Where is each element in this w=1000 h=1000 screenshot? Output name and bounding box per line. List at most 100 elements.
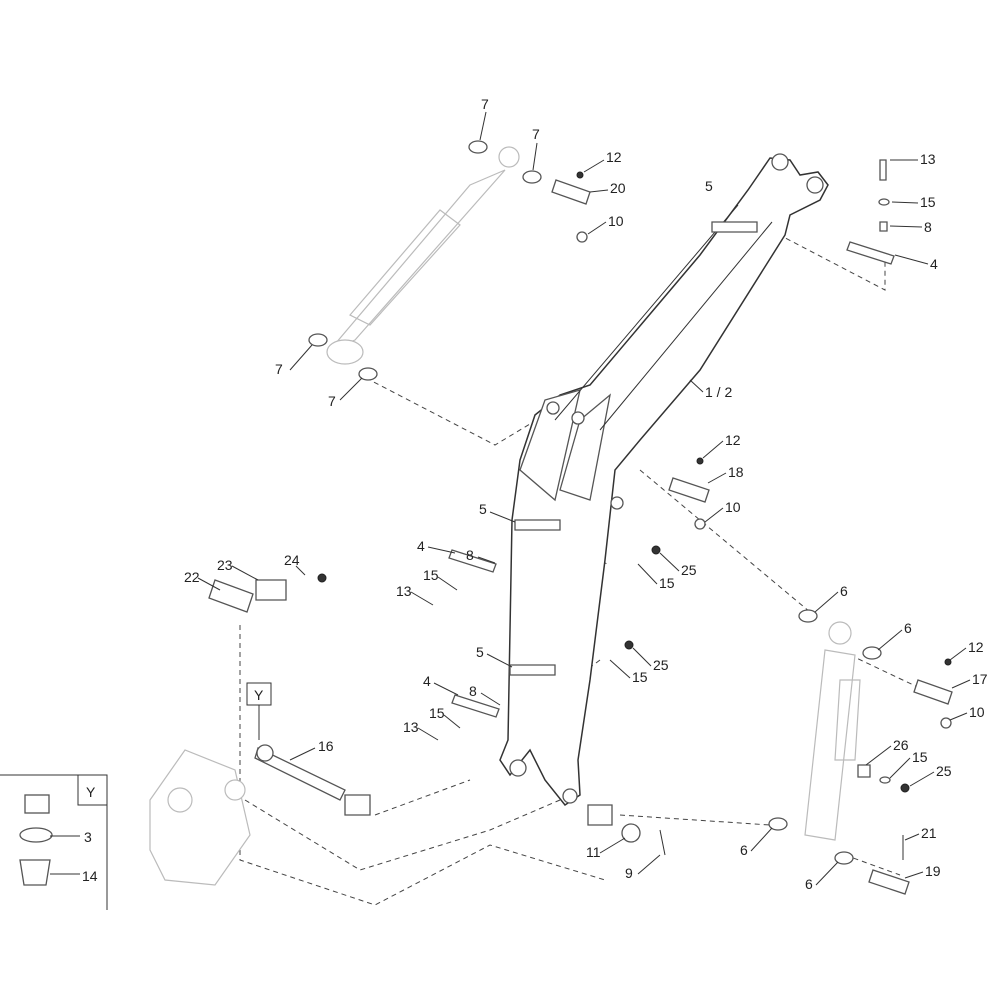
- part-label: 24: [284, 552, 300, 568]
- leader-line: [289, 747, 316, 761]
- part-label: 15: [632, 669, 648, 685]
- part-label: 15: [912, 749, 928, 765]
- part-label: 7: [275, 361, 283, 377]
- part-label: 10: [969, 704, 985, 720]
- bucket-cylinder[interactable]: [804, 621, 861, 841]
- leader-line: [583, 159, 605, 173]
- boom[interactable]: [499, 157, 829, 807]
- leader-line: [479, 111, 487, 141]
- part-label: 6: [904, 620, 912, 636]
- arm-cylinder[interactable]: [326, 146, 520, 365]
- part-label: 25: [653, 657, 669, 673]
- part-label: 10: [725, 499, 741, 515]
- part-shape: [358, 367, 378, 381]
- part-label: 4: [417, 538, 425, 554]
- part-shape: [546, 401, 560, 415]
- detail-callout-y[interactable]: Y: [246, 682, 272, 740]
- leader-line: [417, 727, 439, 741]
- part-label: 6: [740, 842, 748, 858]
- leader-line: [637, 854, 661, 875]
- part-shape: [879, 776, 891, 784]
- leader-line: [904, 833, 920, 841]
- part-label: 8: [924, 219, 932, 235]
- part-shape: [651, 545, 661, 555]
- part-label: 22: [184, 569, 200, 585]
- part-label: 23: [217, 557, 233, 573]
- part-label: 4: [930, 256, 938, 272]
- part-shape: [806, 176, 824, 194]
- part-label: 7: [532, 126, 540, 142]
- part-label: 26: [893, 737, 909, 753]
- leader-line: [197, 577, 221, 591]
- part-label: 7: [328, 393, 336, 409]
- leader-line: [949, 647, 967, 661]
- part-label: 5: [479, 501, 487, 517]
- leader-line: [486, 653, 513, 668]
- leader-line: [427, 546, 456, 554]
- callout-y-label: Y: [254, 687, 264, 703]
- part-label: 11: [586, 844, 601, 860]
- part-label: 8: [466, 547, 474, 563]
- leader-line: [951, 679, 971, 689]
- assembly-guide-lines: [239, 229, 946, 906]
- part-label: 12: [725, 432, 741, 448]
- part-label: 19: [925, 863, 941, 879]
- part-label: 5: [705, 178, 713, 194]
- part-shape: [509, 759, 527, 777]
- part-label: 10: [608, 213, 624, 229]
- leader-line: [904, 871, 924, 879]
- leader-line: [477, 556, 496, 564]
- leader-line: [480, 692, 501, 706]
- leader-line: [433, 682, 459, 696]
- part-label: 18: [728, 464, 744, 480]
- part-label: 12: [968, 639, 984, 655]
- bucket-link-bracket[interactable]: [149, 749, 251, 886]
- part-shape: [900, 783, 910, 793]
- part-shape: [696, 457, 704, 465]
- part-label: 8: [469, 683, 477, 699]
- leader-line: [632, 647, 652, 667]
- leader-line: [609, 659, 631, 679]
- leader-line: [289, 344, 313, 371]
- leader-line: [532, 142, 538, 171]
- part-label: 15: [659, 575, 675, 591]
- part-shape: [468, 140, 488, 154]
- part-shape: [940, 717, 952, 729]
- leader-line: [889, 225, 923, 228]
- leader-line: [589, 189, 609, 193]
- leader-line: [909, 771, 935, 787]
- leader-line: [587, 221, 607, 235]
- part-shape: [256, 744, 274, 762]
- part-label: 15: [429, 705, 445, 721]
- part-shape: [834, 851, 854, 865]
- leader-line: [339, 377, 363, 401]
- leader-line: [704, 507, 724, 523]
- part-shape: [944, 658, 952, 666]
- part-label: 13: [403, 719, 419, 735]
- part-label: 15: [920, 194, 936, 210]
- leader-line: [949, 712, 968, 721]
- part-label: 12: [606, 149, 622, 165]
- leader-line: [659, 552, 680, 572]
- part-label: 3: [84, 829, 92, 845]
- part-shape: [308, 333, 328, 347]
- leader-line: [814, 591, 839, 613]
- leader-line: [889, 757, 911, 779]
- part-label: 4: [423, 673, 431, 689]
- part-label: 21: [921, 825, 937, 841]
- leader-line: [891, 201, 919, 204]
- leader-line: [707, 472, 727, 484]
- leader-line: [689, 379, 704, 393]
- part-label: 13: [396, 583, 412, 599]
- part-label: 20: [610, 180, 626, 196]
- part-shape: [694, 518, 706, 530]
- part-shape: [624, 640, 634, 650]
- part-label: 7: [481, 96, 489, 112]
- leader-line: [815, 861, 839, 886]
- part-label: 6: [805, 876, 813, 892]
- leader-line: [702, 440, 724, 459]
- part-label: 5: [476, 644, 484, 660]
- part-shape: [576, 231, 588, 243]
